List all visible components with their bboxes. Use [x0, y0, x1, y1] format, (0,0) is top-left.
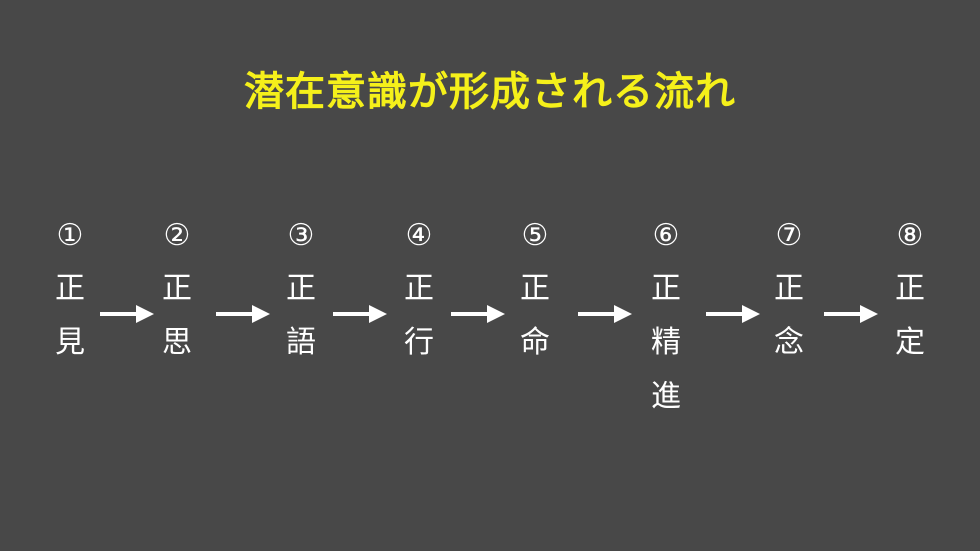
step-char: 正 [895, 271, 925, 306]
step-char: 正 [286, 271, 316, 306]
step-number: ⑥ [652, 218, 680, 253]
step-number: ⑧ [896, 218, 924, 253]
step-6: ⑥ 正 精 進 [642, 216, 690, 424]
step-number: ④ [405, 218, 433, 253]
step-char: 進 [651, 379, 681, 414]
step-char: 命 [520, 325, 550, 360]
step-char: 正 [404, 271, 434, 306]
step-number: ③ [287, 218, 315, 253]
step-char: 念 [774, 325, 804, 360]
step-7: ⑦ 正 念 [765, 216, 813, 370]
arrow-right-icon [706, 303, 760, 325]
step-char: 正 [651, 271, 681, 306]
step-8: ⑧ 正 定 [886, 216, 934, 370]
step-number: ② [163, 218, 191, 253]
arrow-right-icon [578, 303, 632, 325]
step-char: 思 [162, 325, 192, 360]
step-number: ① [56, 218, 84, 253]
step-char: 語 [286, 325, 316, 360]
step-char: 精 [651, 325, 681, 360]
step-5: ⑤ 正 命 [511, 216, 559, 370]
arrow-right-icon [216, 303, 270, 325]
step-char: 正 [774, 271, 804, 306]
arrow-right-icon [333, 303, 387, 325]
step-number: ⑦ [775, 218, 803, 253]
arrow-right-icon [100, 303, 154, 325]
step-char: 定 [895, 325, 925, 360]
arrow-right-icon [824, 303, 878, 325]
step-3: ③ 正 語 [277, 216, 325, 370]
step-char: 行 [404, 325, 434, 360]
step-char: 正 [162, 271, 192, 306]
step-2: ② 正 思 [153, 216, 201, 370]
arrow-right-icon [451, 303, 505, 325]
step-4: ④ 正 行 [395, 216, 443, 370]
step-number: ⑤ [521, 218, 549, 253]
step-1: ① 正 見 [46, 216, 94, 370]
step-char: 正 [520, 271, 550, 306]
step-char: 正 [55, 271, 85, 306]
step-char: 見 [55, 325, 85, 360]
slide-title: 潜在意識が形成される流れ [244, 69, 736, 115]
